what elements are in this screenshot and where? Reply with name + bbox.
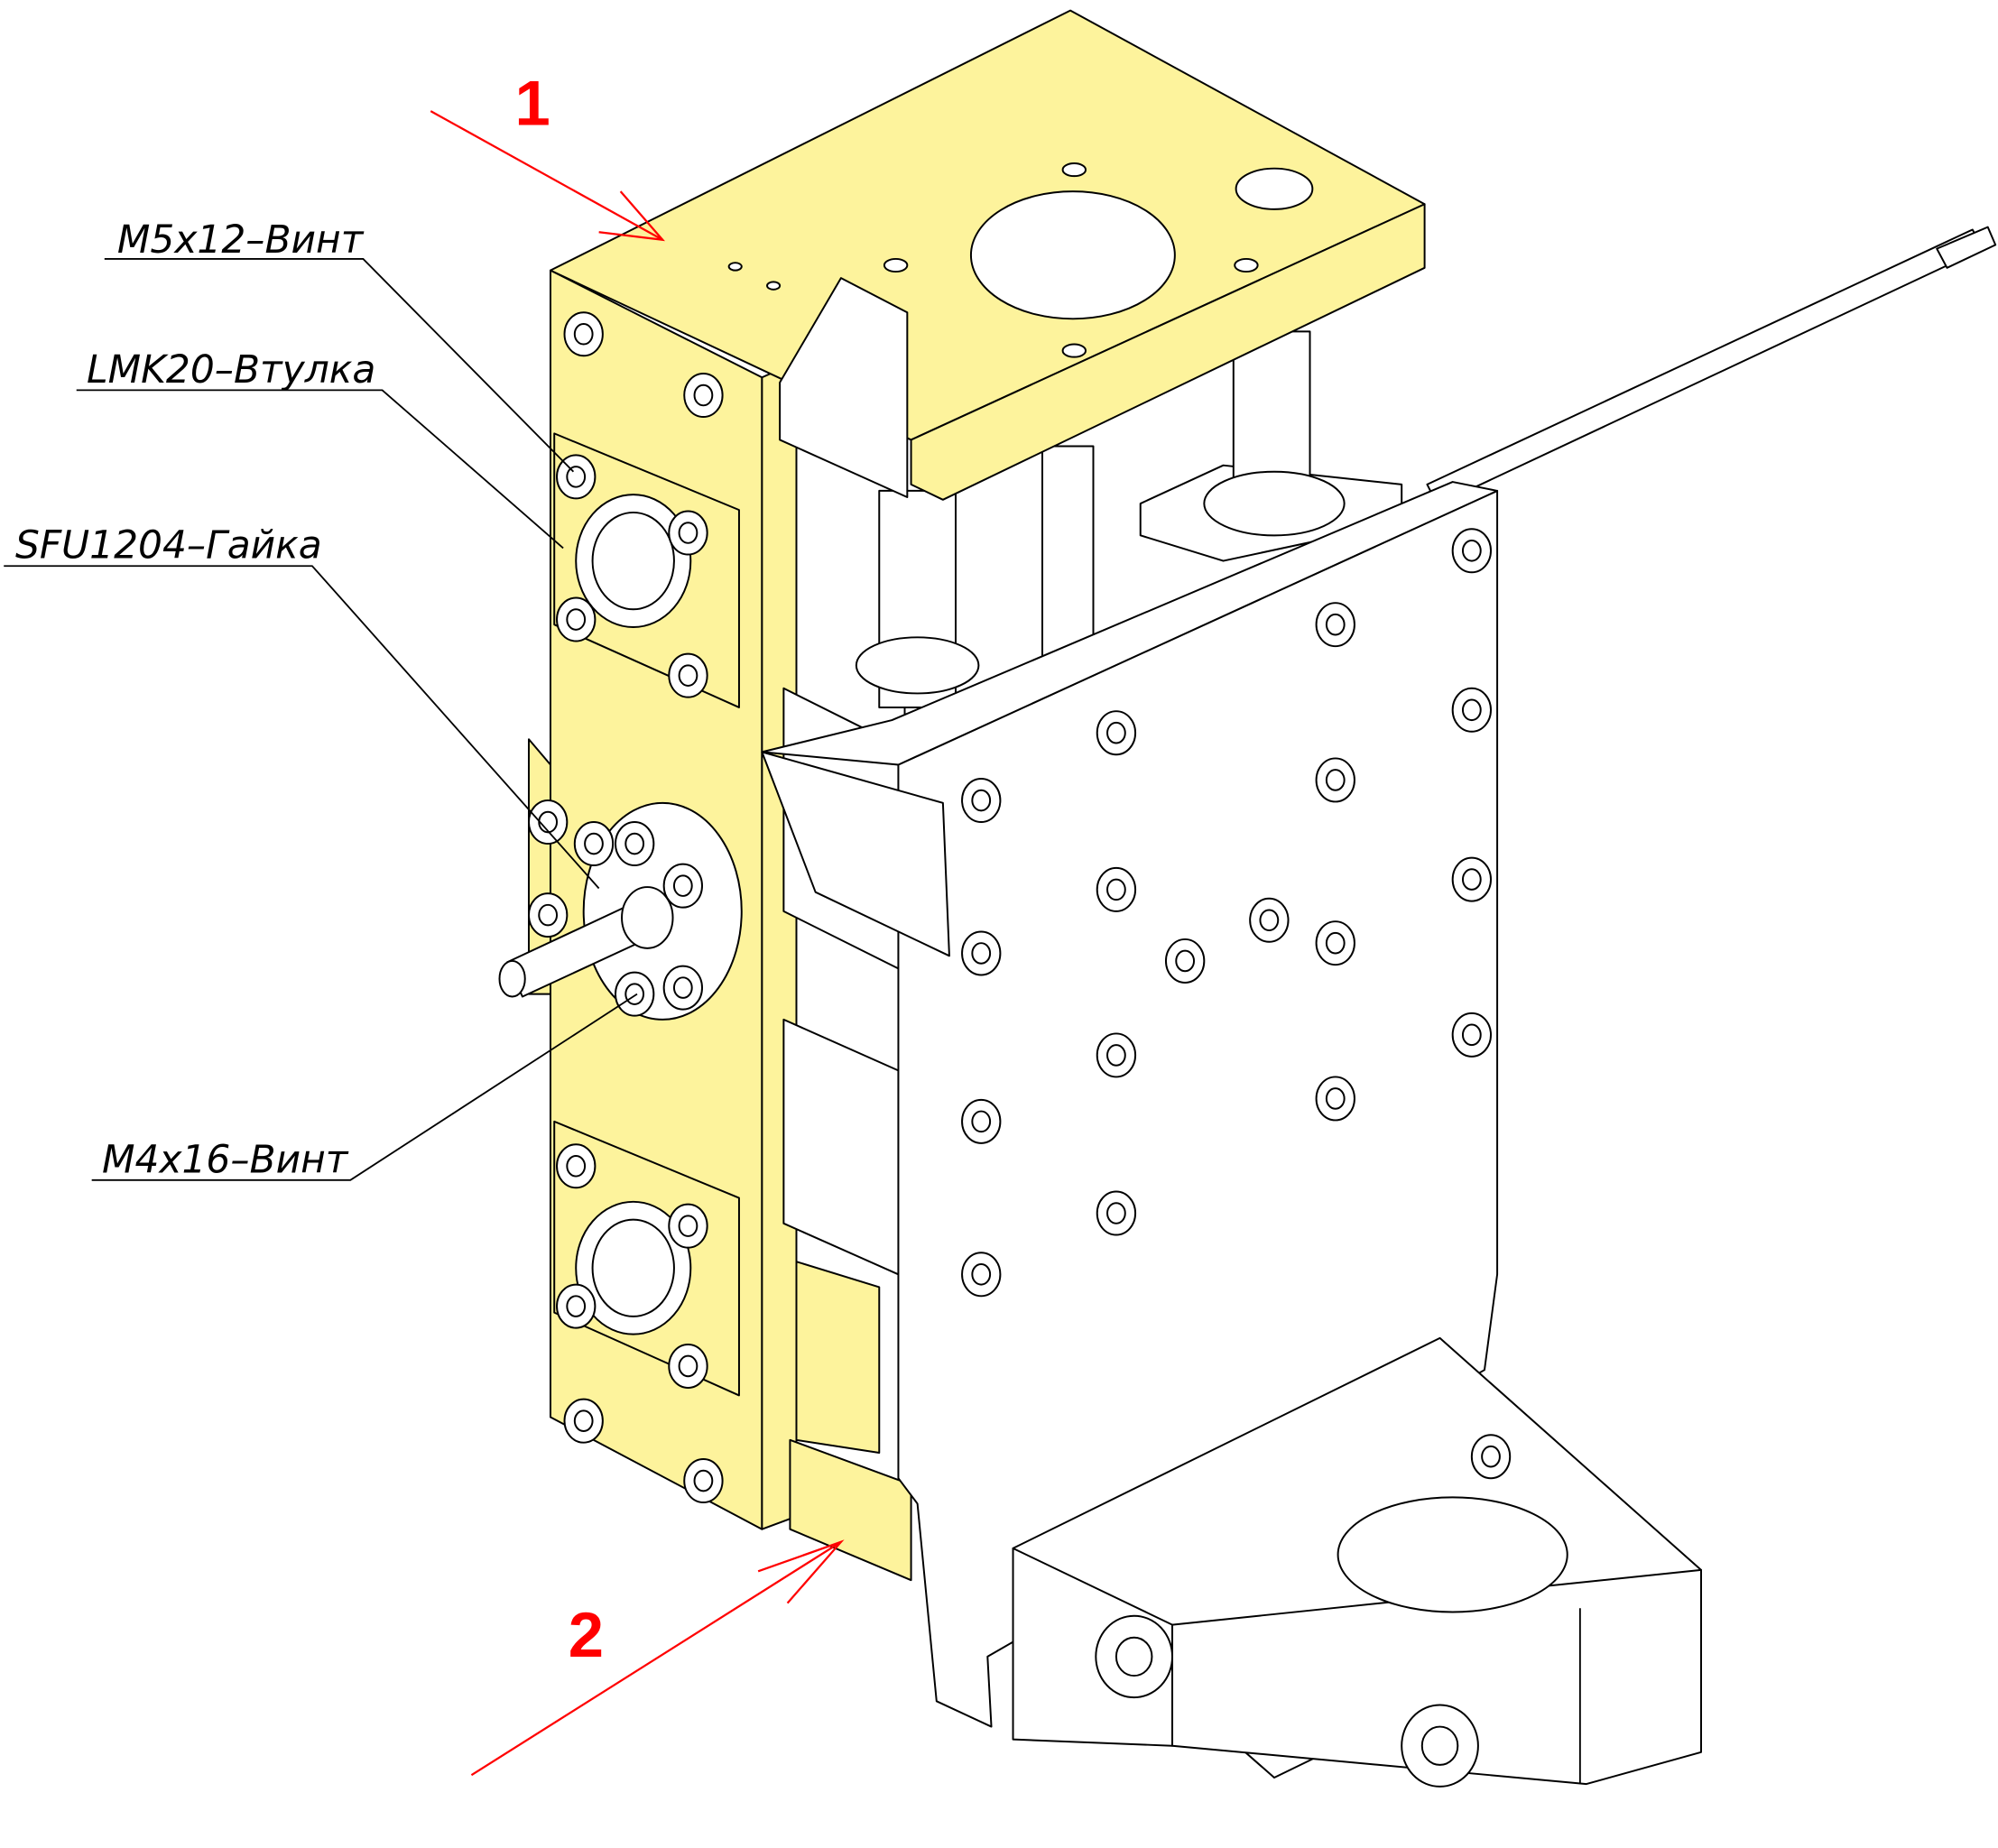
hex-socket-icon: [693, 1469, 714, 1492]
hex-socket-icon: [1461, 1023, 1482, 1047]
hex-socket-icon: [624, 832, 645, 855]
hex-socket-icon: [1325, 769, 1346, 791]
hex-socket-icon: [566, 1295, 587, 1317]
lmk20-flange-upper: [553, 432, 740, 708]
hex-socket-icon: [566, 608, 587, 631]
guide-rod: [1426, 226, 1997, 506]
hex-socket-icon: [971, 1263, 992, 1286]
hex-socket-icon: [1461, 698, 1482, 722]
bolts: [527, 311, 1512, 1788]
hex-socket-icon: [971, 789, 992, 812]
hex-socket-icon: [693, 383, 714, 407]
hex-socket-icon: [672, 874, 693, 897]
hex-socket-icon: [678, 664, 698, 687]
left-plate-side: [761, 361, 798, 1530]
label-m4x16-screw: M4x16–Винт: [102, 1137, 349, 1181]
lower-yellow-block: [789, 1438, 912, 1582]
label-lmk20-bushing: LMK20–Втулка: [87, 347, 375, 392]
hex-socket-icon: [1325, 931, 1346, 955]
hex-socket-icon: [672, 976, 693, 999]
hex-socket-icon: [1325, 1087, 1346, 1110]
leader-lines: [4, 258, 638, 1181]
hex-socket-icon: [1106, 878, 1126, 901]
label-m5x12-screw: M5x12–Винт: [117, 217, 365, 262]
lmk20-flange-lower: [553, 1120, 740, 1397]
hex-socket-icon: [1175, 949, 1196, 973]
hex-socket-icon: [971, 942, 992, 965]
hex-socket-icon: [1461, 540, 1482, 562]
callout-arrow-2: [470, 1539, 845, 1777]
hex-socket-icon: [678, 1354, 698, 1378]
hex-socket-icon: [538, 903, 559, 927]
hex-socket-icon: [1106, 1044, 1126, 1067]
hex-socket-icon: [971, 1110, 992, 1133]
hex-socket-icon: [678, 1215, 698, 1237]
hex-socket-icon: [566, 466, 587, 488]
holes-top: [727, 162, 1259, 358]
hex-socket-icon: [566, 1154, 587, 1178]
top-plate-front: [910, 203, 1426, 501]
hex-socket-icon: [624, 983, 645, 1005]
hex-socket-icon: [1325, 613, 1346, 636]
hex-socket-icon: [1106, 721, 1126, 744]
hex-socket-icon: [1259, 909, 1280, 932]
hex-socket-icon: [573, 1409, 594, 1432]
label-sfu1204-nut: SFU1204–Гайка: [15, 523, 322, 568]
hex-socket-icon: [1461, 868, 1482, 891]
hex-socket-icon: [1420, 1725, 1459, 1766]
hex-socket-icon: [678, 522, 698, 544]
hex-socket-icon: [584, 832, 604, 855]
hex-socket-icon: [1106, 1202, 1126, 1224]
hex-socket-icon: [1115, 1636, 1153, 1677]
callout-number-1: 1: [514, 68, 550, 139]
hex-socket-icon: [538, 810, 559, 834]
hex-socket-icon: [573, 322, 594, 346]
callout-number-2: 2: [569, 1599, 604, 1670]
shaft-clamp: [1012, 1336, 1702, 1786]
hex-socket-icon: [1481, 1445, 1501, 1468]
callout-arrow-1: [430, 110, 666, 242]
